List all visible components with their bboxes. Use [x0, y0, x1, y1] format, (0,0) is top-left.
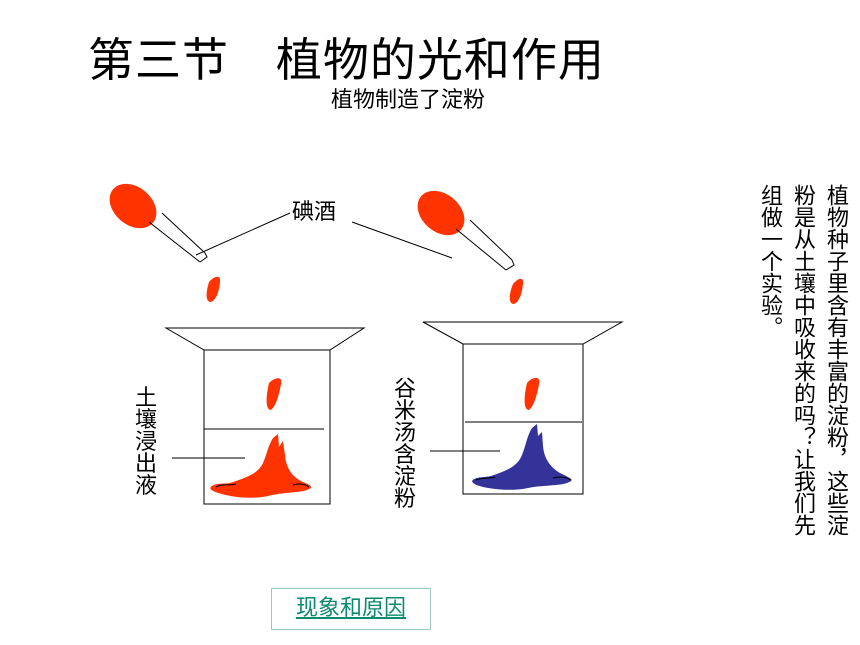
right-dropper: [417, 190, 524, 304]
left-falling-drop: [266, 378, 282, 410]
iodine-leader-right: [351, 221, 453, 259]
right-falling-drop: [524, 377, 540, 410]
left-dropper-tube: [148, 212, 208, 263]
rice-soup-label: 谷米汤含淀粉: [393, 377, 416, 512]
slide-subtitle: 植物制造了淀粉: [331, 88, 486, 113]
left-dropper: [109, 183, 221, 302]
right-dropper-tube: [455, 219, 515, 271]
iodine-label: 碘酒: [292, 200, 337, 225]
right-dropper-bulb: [417, 190, 465, 236]
left-dropper-bulb: [109, 183, 157, 229]
left-reaction-stain: [210, 434, 312, 498]
phenomenon-reason-link[interactable]: 现象和原因: [271, 588, 431, 630]
slide-title: 第三节 植物的光和作用: [88, 33, 605, 87]
right-iodine-drop: [509, 278, 524, 304]
soil-extract-label: 土壤浸出液: [134, 386, 157, 499]
left-beaker: [164, 327, 366, 505]
right-beaker: [422, 321, 624, 495]
iodine-leader-left: [195, 212, 291, 256]
right-reaction-stain: [472, 424, 572, 490]
side-explanation: 植物种子里含有丰富的淀粉，这些淀粉是从土壤中吸收来的吗？让我们先组做一个实验。: [757, 184, 848, 536]
left-iodine-drop: [206, 276, 221, 302]
